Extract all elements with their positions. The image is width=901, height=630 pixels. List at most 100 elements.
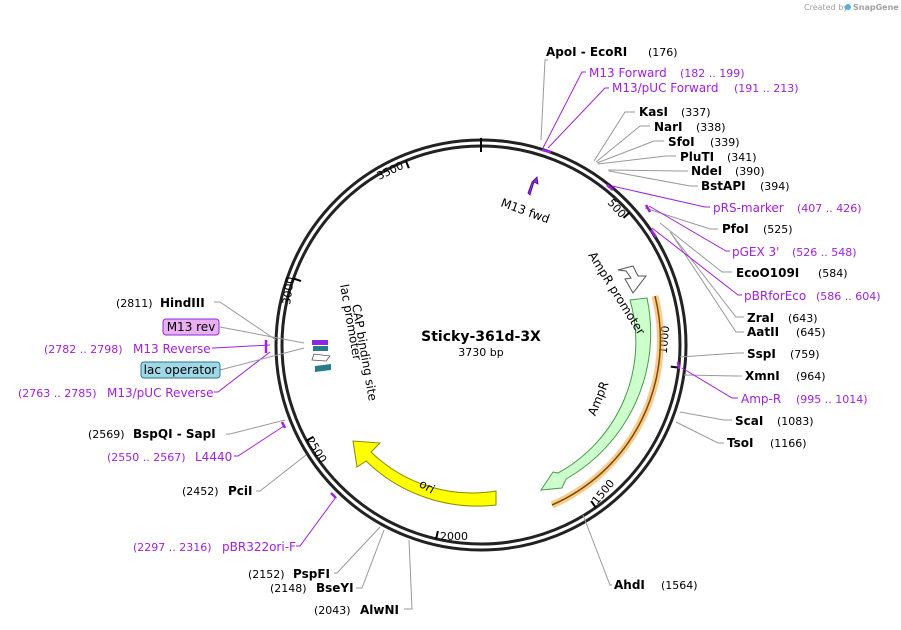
enzyme-pos: (339): [710, 136, 740, 149]
enzyme-name: BseYI: [316, 581, 354, 595]
primer-m13puc-reverse: (2763 .. 2785) M13/pUC Reverse: [18, 386, 214, 400]
leader-pfoi: [644, 207, 718, 230]
leader-alwni: [404, 539, 413, 610]
lac-operator-box: lac operator: [140, 361, 221, 379]
enzyme-scai: ScaI (1083): [735, 414, 814, 428]
enzyme-name: EcoO109I: [736, 266, 799, 280]
enzyme-name: SspI: [747, 347, 776, 361]
enzyme-pos: (2152): [248, 568, 285, 581]
enzyme-pos: (645): [796, 326, 826, 339]
enzyme-name: PluTI: [680, 150, 714, 164]
enzyme-pos: (1564): [661, 579, 698, 592]
minor-ticks: [293, 160, 679, 540]
mark-prs-marker: [606, 184, 614, 191]
ampr-promoter-feature: [617, 265, 648, 294]
box-leaders: [219, 326, 305, 371]
leader-sspi: [679, 352, 744, 358]
primer-name: M13/pUC Forward: [612, 81, 719, 95]
enzyme-pos: (337): [681, 106, 711, 119]
primer-pos: (2550 .. 2567): [107, 451, 186, 464]
m13-fwd-label: M13 fwd: [499, 196, 552, 227]
enzyme-pos: (2452): [182, 485, 219, 498]
primer-name: Amp-R: [741, 392, 781, 406]
enzyme-name: XmnI: [745, 369, 780, 383]
enzyme-pos: (2148): [270, 582, 307, 595]
backbone-outer: [274, 138, 688, 552]
enzyme-ndei: NdeI (390): [691, 164, 765, 178]
enzyme-name: PfoI: [722, 222, 749, 236]
leader-hindiii: [214, 301, 277, 341]
enzyme-kasi: KasI (337): [639, 105, 711, 119]
leader-aatii: [670, 232, 744, 333]
primer-pos: (2763 .. 2785): [18, 387, 97, 400]
leader-bstapi: [608, 170, 698, 187]
primer-m13-reverse: (2782 .. 2798) M13 Reverse: [44, 342, 211, 356]
mark-l4440: [280, 421, 287, 429]
enzyme-hindiii: (2811) HindIII: [116, 296, 205, 310]
snapgene-logo-icon: [845, 4, 851, 10]
primer-labels: M13 Forward (182 .. 199) M13/pUC Forward…: [18, 66, 881, 554]
primer-pos: (182 .. 199): [680, 67, 745, 80]
mark-amp-r: [676, 361, 681, 370]
enzyme-zrai: ZraI (643): [747, 311, 818, 325]
enzyme-pos: (1166): [770, 437, 807, 450]
enzyme-pos: (525): [763, 223, 793, 236]
primer-pos: (995 .. 1014): [796, 393, 868, 406]
primer-pos: (191 .. 213): [734, 82, 799, 95]
enzyme-name: AatII: [747, 325, 779, 339]
tick-mark-3500: [404, 160, 410, 169]
lac-operator-box-bg: [140, 361, 221, 379]
primer-m13puc-forward: M13/pUC Forward (191 .. 213): [612, 81, 799, 95]
primer-name: pRS-marker: [713, 201, 784, 215]
tick-label-2000: 2000: [440, 530, 468, 543]
m13-rev-feature: [312, 340, 328, 345]
enzyme-tsoi: TsoI (1166): [727, 436, 807, 450]
enzyme-pspfi: (2152) PspFI: [248, 567, 330, 581]
leader-sapi: [226, 419, 286, 435]
enzyme-pos: (2043): [314, 604, 351, 617]
enzyme-labels: ApoI - EcoRI (176) KasI (337) NarI (338)…: [88, 45, 848, 617]
enzyme-pos: (1083): [777, 415, 814, 428]
primer-marks: [264, 148, 681, 499]
lac-region: [311, 340, 331, 372]
mark-m13-forward: [541, 148, 552, 154]
enzyme-name: HindIII: [160, 296, 205, 310]
enzyme-pos: (584): [818, 267, 848, 280]
leader-l4440: [234, 425, 285, 457]
enzyme-name: BspQI - SapI: [133, 427, 216, 441]
mark-pgex: [644, 204, 652, 213]
primer-m13-forward: M13 Forward (182 .. 199): [589, 66, 745, 80]
enzyme-name: KasI: [639, 105, 668, 119]
primer-pos: (586 .. 604): [816, 290, 881, 303]
leader-zrai: [669, 231, 744, 318]
tick-mark-2500: [305, 435, 314, 442]
primer-pbrforeco: pBRforEco (586 .. 604): [744, 289, 881, 303]
enzyme-pfoi: PfoI (525): [722, 222, 793, 236]
enzyme-eco0109i: EcoO109I (584): [736, 266, 848, 280]
lac-operator-box-label: lac operator: [144, 363, 217, 377]
enzyme-aatii: AatII (645): [747, 325, 826, 339]
primer-prs-marker: pRS-marker (407 .. 426): [713, 201, 862, 215]
ori-feature: [352, 440, 497, 507]
primer-pbr322ori: (2297 .. 2316) pBR322ori-F: [133, 540, 296, 554]
enzyme-xmni: XmnI (964): [745, 369, 826, 383]
lac-operator-feature: [313, 346, 328, 351]
primer-name: pBR322ori-F: [222, 540, 296, 554]
mark-pbr322ori: [330, 492, 337, 499]
tick-mark-2000: [435, 530, 439, 540]
leader-amp-r: [681, 367, 738, 399]
enzyme-name: TsoI: [727, 436, 753, 450]
tick-mark-3000: [293, 277, 302, 283]
enzyme-bseyi: (2148) BseYI: [270, 581, 354, 595]
leader-eco0109i: [659, 222, 732, 273]
primer-pos: (2782 .. 2798): [44, 343, 123, 356]
leader-pluti: [597, 155, 676, 165]
enzyme-pluti: PluTI (341): [680, 150, 757, 164]
primer-name: M13 Forward: [589, 66, 667, 80]
ampr-promoter-label: AmpR promoter: [585, 249, 647, 337]
leader-lines: [214, 59, 744, 610]
leader-pspfi: [334, 526, 381, 574]
primer-amp-r: Amp-R (995 .. 1014): [741, 392, 868, 406]
